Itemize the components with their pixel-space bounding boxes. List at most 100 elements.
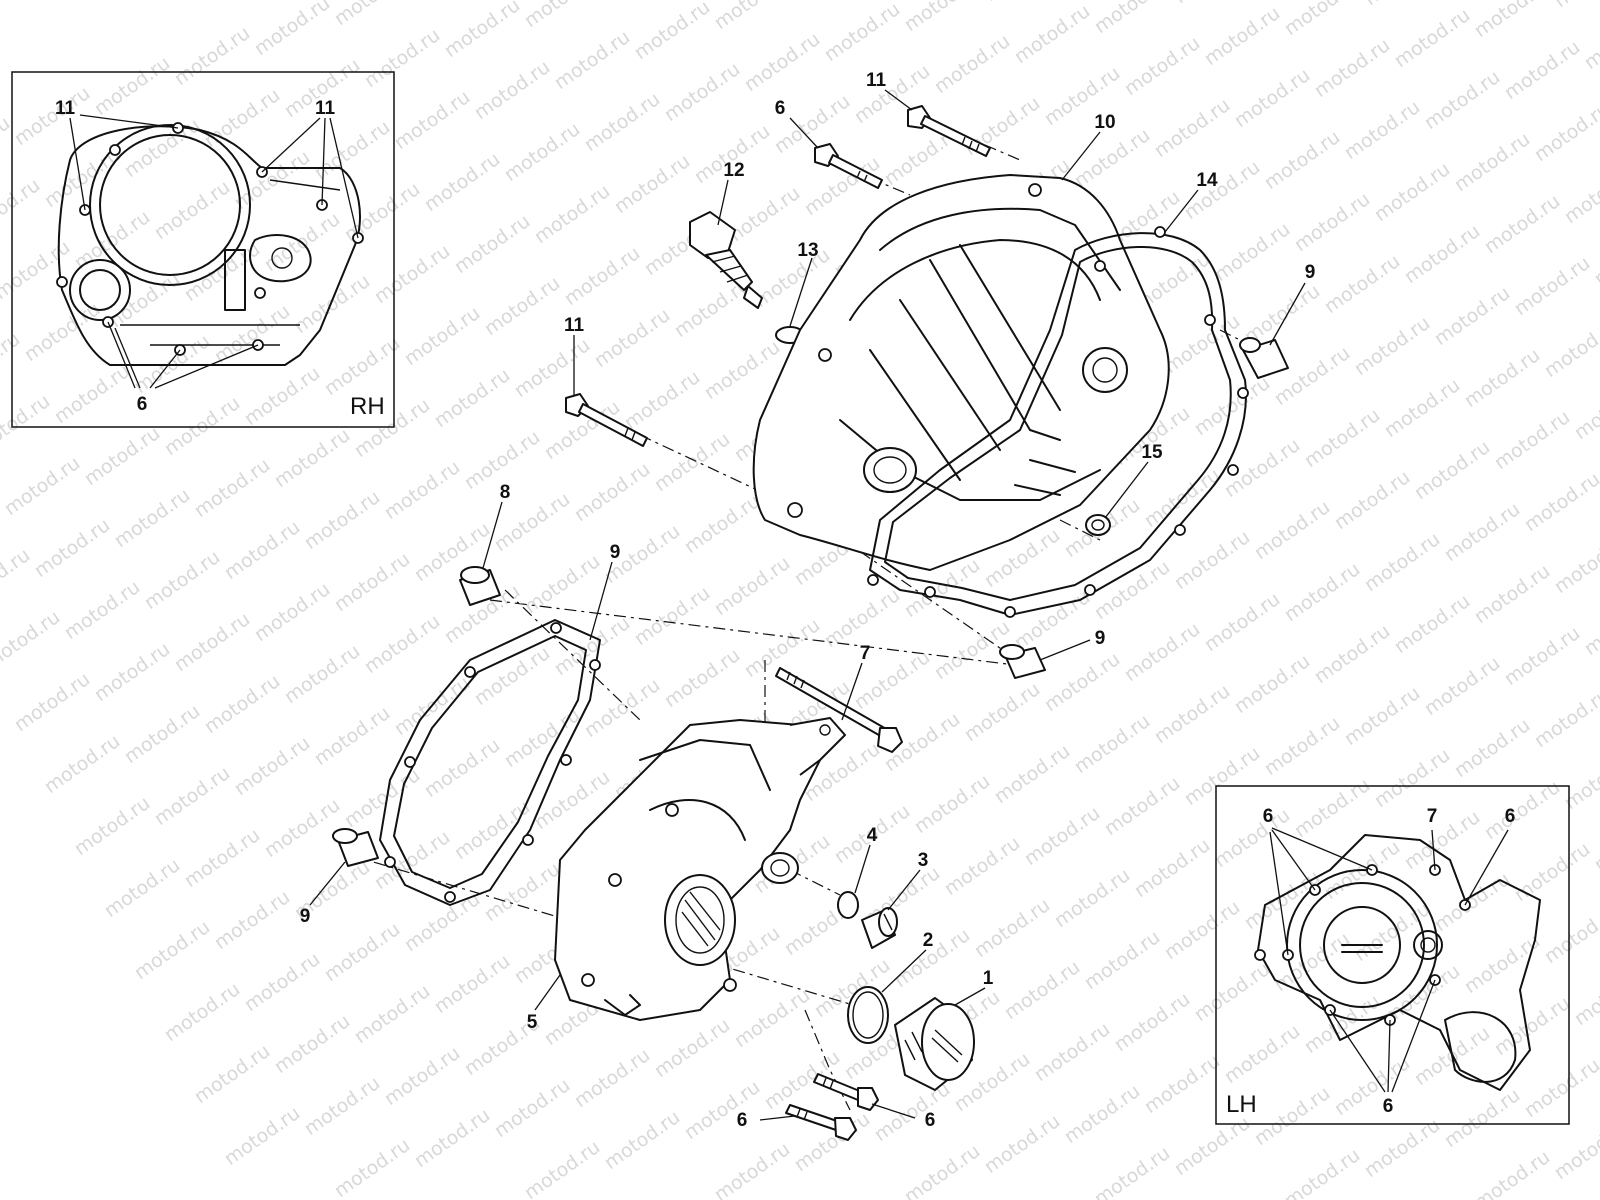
watermark-text: motod.ru	[520, 0, 604, 32]
watermark-text: motod.ru	[1210, 804, 1294, 872]
watermark-text: motod.ru	[1190, 958, 1274, 1026]
rh-inset: 11 11 6 RH	[11, 71, 395, 428]
watermark-text: motod.ru	[170, 22, 254, 90]
watermark-text: motod.ru	[600, 0, 684, 2]
watermark-text: motod.ru	[490, 1074, 574, 1142]
watermark-text: motod.ru	[380, 456, 464, 524]
watermark-text: motod.ru	[980, 0, 1064, 6]
callout-15: 15	[1141, 442, 1163, 463]
watermark-text: motod.ru	[630, 582, 714, 650]
watermark-text: motod.ru	[910, 770, 994, 838]
callout-5: 5	[527, 1012, 538, 1033]
watermark-text: motod.ru	[480, 272, 564, 340]
watermark-text: motod.ru	[1370, 158, 1454, 226]
sensor-12	[689, 211, 763, 309]
bolt-11-mid	[565, 393, 648, 447]
watermark-text: motod.ru	[1480, 190, 1564, 258]
watermark-text: motod.ru	[790, 0, 874, 4]
watermark-text: motod.ru	[1490, 406, 1574, 474]
watermark-text: motod.ru	[90, 638, 174, 706]
watermark-text: motod.ru	[1000, 956, 1084, 1024]
callout-4: 4	[867, 825, 878, 846]
gasket-9-lower	[379, 619, 601, 906]
watermark-text: motod.ru	[660, 644, 744, 712]
watermark-text: motod.ru	[1500, 36, 1584, 104]
watermark-text: motod.ru	[680, 490, 764, 558]
watermark-text: motod.ru	[1520, 1054, 1600, 1122]
watermark-text: motod.ru	[80, 422, 164, 490]
watermark-text: motod.ru	[320, 332, 404, 400]
watermark-text: motod.ru	[1450, 714, 1534, 782]
watermark-text: motod.ru	[0, 544, 34, 612]
watermark-text: motod.ru	[190, 1040, 274, 1108]
watermark-text: motod.ru	[610, 150, 694, 218]
bolt-7	[775, 667, 903, 753]
watermark-text: motod.ru	[650, 1014, 734, 1082]
watermark-text: motod.ru	[1280, 558, 1364, 626]
lh-inset-frame	[1215, 785, 1570, 1125]
watermark-text: motod.ru	[150, 176, 234, 244]
watermark-text: motod.ru	[570, 1044, 654, 1112]
watermark-text: motod.ru	[180, 824, 264, 892]
rh-cover-illustration	[56, 122, 364, 366]
watermark-text: motod.ru	[1290, 774, 1374, 842]
callout-11-rh-a: 11	[55, 98, 76, 119]
watermark-text: motod.ru	[1330, 466, 1414, 534]
watermark-text: motod.ru	[1430, 868, 1514, 936]
watermark-text: motod.ru	[1200, 588, 1284, 656]
watermark-text: motod.ru	[1510, 838, 1594, 906]
watermark-text: motod.ru	[730, 984, 814, 1052]
callout-12: 12	[723, 160, 744, 181]
watermark-text: motod.ru	[190, 454, 274, 522]
callout-7-lh: 7	[1427, 806, 1438, 827]
watermark-text: motod.ru	[1210, 218, 1294, 286]
watermark-text: motod.ru	[620, 366, 704, 434]
watermark-text: motod.ru	[1150, 94, 1234, 162]
watermark-text: motod.ru	[820, 0, 904, 66]
watermark-text: motod.ru	[1090, 556, 1174, 624]
watermark-text: motod.ru	[900, 1140, 984, 1200]
callout-6-lh-b: 6	[1505, 806, 1516, 827]
watermark-text: motod.ru	[1180, 156, 1264, 224]
watermark-text: motod.ru	[200, 670, 284, 738]
watermark-text: motod.ru	[1500, 622, 1584, 690]
watermark-text: motod.ru	[660, 58, 744, 126]
watermark-text: motod.ru	[100, 854, 184, 922]
watermark-text: motod.ru	[410, 1104, 494, 1172]
watermark-text: motod.ru	[510, 334, 594, 402]
watermark-text: motod.ru	[1070, 710, 1154, 778]
watermark-text: motod.ru	[870, 1078, 954, 1146]
watermark-text: motod.ru	[470, 56, 554, 124]
watermark-text: motod.ru	[1230, 64, 1314, 132]
watermark-text: motod.ru	[480, 858, 564, 926]
watermark-text: motod.ru	[1530, 684, 1600, 752]
watermark-text: motod.ru	[500, 118, 584, 186]
watermark-text: motod.ru	[1460, 344, 1544, 412]
callout-6-lh-a: 6	[1263, 806, 1274, 827]
callout-7: 7	[860, 643, 871, 664]
dowel-9-left	[332, 828, 379, 867]
watermark-text: motod.ru	[1450, 128, 1534, 196]
watermark-text: motod.ru	[70, 792, 154, 860]
watermark-text: motod.ru	[1080, 926, 1164, 994]
watermark-text: motod.ru	[1520, 468, 1600, 536]
watermark-text: motod.ru	[140, 546, 224, 614]
watermark-text: motod.ru	[1160, 896, 1244, 964]
oring-2	[847, 986, 889, 1044]
watermark-text: motod.ru	[260, 794, 344, 862]
watermark-text: motod.ru	[1200, 2, 1284, 70]
watermark-text: motod.ru	[1280, 0, 1364, 40]
callout-9-lower-right: 9	[1095, 628, 1106, 649]
watermark-text: motod.ru	[430, 950, 514, 1018]
watermark-text: motod.ru	[550, 26, 634, 94]
callout-6-bolt-right: 6	[925, 1110, 936, 1131]
watermark-text: motod.ru	[10, 668, 94, 736]
watermark-text: motod.ru	[1440, 1084, 1524, 1152]
watermark-text: motod.ru	[1330, 1052, 1414, 1120]
watermark-text: motod.ru	[520, 550, 604, 618]
watermark-text: motod.ru	[1380, 374, 1464, 442]
watermark-text: motod.ru	[1130, 834, 1214, 902]
watermark-text: motod.ru	[1460, 930, 1544, 998]
watermark-text: motod.ru	[170, 608, 254, 676]
